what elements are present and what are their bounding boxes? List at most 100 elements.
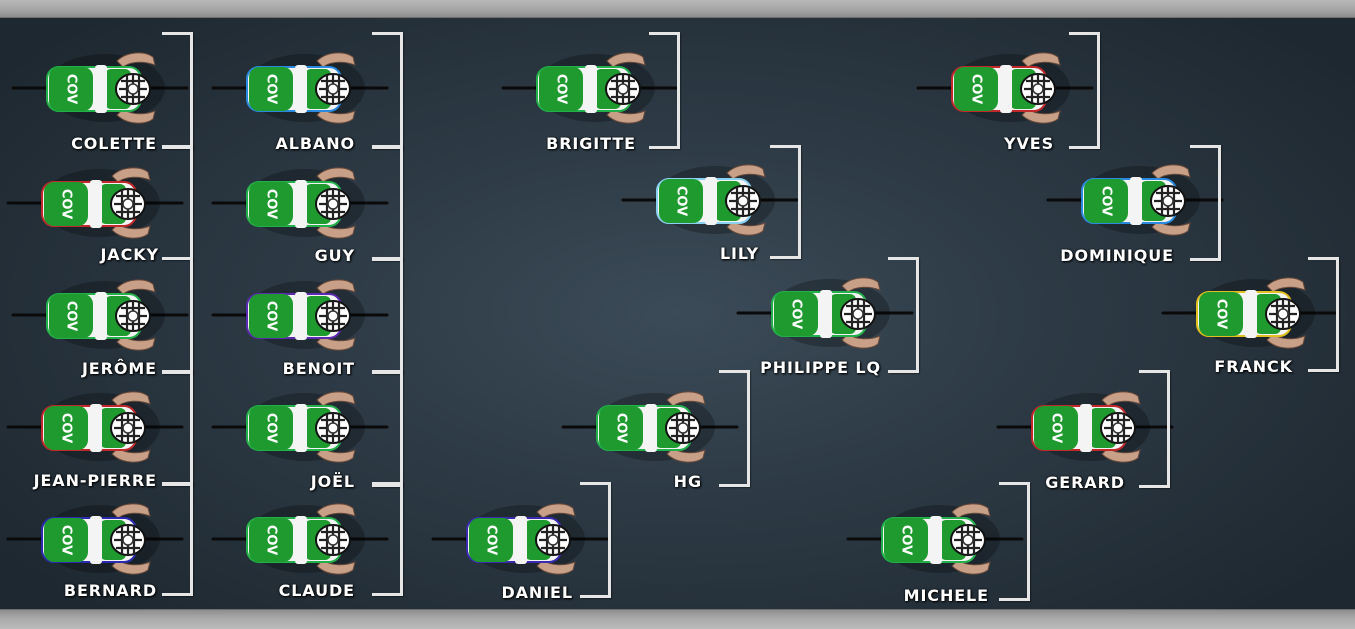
rider-claude[interactable]: COV bbox=[205, 494, 395, 584]
name-bracket bbox=[162, 145, 193, 260]
name-bracket bbox=[1308, 257, 1339, 372]
rider-name-label: CLAUDE bbox=[278, 581, 355, 600]
rider-name-label: JOËL bbox=[310, 472, 355, 491]
rider-philippe-lq[interactable]: COV bbox=[730, 268, 920, 358]
rider-name-label: JEAN-PIERRE bbox=[33, 471, 157, 490]
team-label: COV bbox=[264, 413, 279, 443]
helmet-icon bbox=[1150, 185, 1186, 217]
bottom-barrier bbox=[0, 609, 1355, 629]
rider-jer-me[interactable]: COV bbox=[5, 270, 195, 360]
rider-jacky[interactable]: COV bbox=[0, 158, 190, 248]
helmet-icon bbox=[315, 524, 351, 556]
helmet-icon bbox=[605, 73, 641, 105]
team-label: COV bbox=[899, 525, 914, 555]
name-bracket bbox=[580, 482, 611, 598]
cyclist-top-view-icon: COV bbox=[561, 391, 739, 463]
cyclist-top-view-icon: COV bbox=[1046, 164, 1224, 236]
cyclist-top-view-icon: COV bbox=[431, 503, 609, 575]
rider-name-label: LILY bbox=[719, 244, 759, 263]
team-label: COV bbox=[789, 299, 804, 329]
rider-daniel[interactable]: COV bbox=[425, 494, 615, 584]
team-label: COV bbox=[1214, 299, 1229, 329]
top-barrier bbox=[0, 0, 1355, 18]
cyclist-top-view-icon: COV bbox=[211, 167, 389, 239]
name-bracket bbox=[770, 145, 801, 259]
rider-jo-l[interactable]: COV bbox=[205, 382, 395, 472]
helmet-icon bbox=[315, 300, 351, 332]
rider-name-label: JACKY bbox=[100, 245, 159, 264]
cyclist-top-view-icon: COV bbox=[916, 52, 1094, 124]
name-bracket bbox=[649, 32, 680, 149]
team-label: COV bbox=[1099, 186, 1114, 216]
cyclist-top-view-icon: COV bbox=[736, 277, 914, 349]
team-label: COV bbox=[969, 74, 984, 104]
helmet-icon bbox=[110, 412, 146, 444]
rider-name-label: GERARD bbox=[1045, 473, 1125, 492]
rider-name-label: DOMINIQUE bbox=[1060, 246, 1174, 265]
name-bracket bbox=[999, 482, 1030, 601]
rider-brigitte[interactable]: COV bbox=[495, 43, 685, 133]
rider-name-label: BENOIT bbox=[282, 359, 355, 378]
name-bracket bbox=[162, 257, 193, 374]
name-bracket bbox=[162, 32, 193, 149]
rider-name-label: BERNARD bbox=[63, 581, 157, 600]
team-label: COV bbox=[64, 301, 79, 331]
helmet-icon bbox=[665, 412, 701, 444]
rider-benoit[interactable]: COV bbox=[205, 270, 395, 360]
team-label: COV bbox=[484, 525, 499, 555]
rider-gerard[interactable]: COV bbox=[990, 382, 1180, 472]
team-label: COV bbox=[264, 301, 279, 331]
helmet-icon bbox=[115, 73, 151, 105]
name-bracket bbox=[372, 257, 403, 374]
name-bracket bbox=[372, 482, 403, 596]
rider-dominique[interactable]: COV bbox=[1040, 155, 1230, 245]
cyclist-top-view-icon: COV bbox=[6, 167, 184, 239]
rider-name-label: JERÔME bbox=[81, 359, 157, 378]
rider-jean-pierre[interactable]: COV bbox=[0, 382, 190, 472]
helmet-icon bbox=[110, 524, 146, 556]
name-bracket bbox=[162, 370, 193, 486]
rider-name-label: PHILIPPE LQ bbox=[760, 358, 881, 377]
team-label: COV bbox=[59, 413, 74, 443]
name-bracket bbox=[372, 145, 403, 261]
rider-franck[interactable]: COV bbox=[1155, 268, 1345, 358]
rider-guy[interactable]: COV bbox=[205, 158, 395, 248]
cyclist-top-view-icon: COV bbox=[1161, 277, 1339, 349]
name-bracket bbox=[372, 370, 403, 487]
rider-lily[interactable]: COV bbox=[615, 155, 805, 245]
name-bracket bbox=[162, 482, 193, 596]
cyclist-top-view-icon: COV bbox=[6, 391, 184, 463]
rider-name-label: BRIGITTE bbox=[546, 134, 636, 153]
cyclist-top-view-icon: COV bbox=[211, 52, 389, 124]
helmet-icon bbox=[1020, 73, 1056, 105]
team-label: COV bbox=[674, 186, 689, 216]
helmet-icon bbox=[1265, 298, 1301, 330]
rider-michele[interactable]: COV bbox=[840, 494, 1030, 584]
cyclist-top-view-icon: COV bbox=[11, 52, 189, 124]
helmet-icon bbox=[110, 188, 146, 220]
cyclist-top-view-icon: COV bbox=[211, 503, 389, 575]
rider-name-label: HG bbox=[673, 472, 702, 491]
team-label: COV bbox=[264, 189, 279, 219]
rider-albano[interactable]: COV bbox=[205, 43, 395, 133]
team-label: COV bbox=[64, 74, 79, 104]
rider-colette[interactable]: COV bbox=[5, 43, 195, 133]
cyclist-top-view-icon: COV bbox=[621, 164, 799, 236]
cyclist-top-view-icon: COV bbox=[846, 503, 1024, 575]
rider-yves[interactable]: COV bbox=[910, 43, 1100, 133]
helmet-icon bbox=[840, 298, 876, 330]
cyclist-top-view-icon: COV bbox=[996, 391, 1174, 463]
helmet-icon bbox=[315, 73, 351, 105]
name-bracket bbox=[888, 257, 919, 373]
rider-name-label: DANIEL bbox=[501, 583, 573, 602]
team-label: COV bbox=[614, 413, 629, 443]
rider-bernard[interactable]: COV bbox=[0, 494, 190, 584]
helmet-icon bbox=[950, 524, 986, 556]
cyclist-top-view-icon: COV bbox=[211, 279, 389, 351]
rider-name-label: YVES bbox=[1003, 134, 1054, 153]
rider-hg[interactable]: COV bbox=[555, 382, 745, 472]
helmet-icon bbox=[115, 300, 151, 332]
team-label: COV bbox=[1049, 413, 1064, 443]
helmet-icon bbox=[315, 188, 351, 220]
helmet-icon bbox=[535, 524, 571, 556]
